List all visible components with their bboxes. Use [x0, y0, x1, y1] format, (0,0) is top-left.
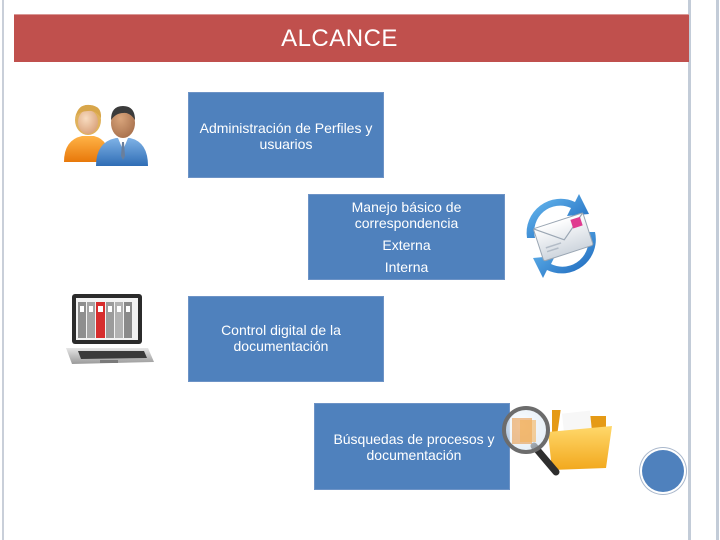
box-text-line: Manejo básico de	[351, 199, 462, 215]
box-text-line: documentación	[366, 447, 462, 463]
users-icon	[60, 96, 150, 168]
right-frame-border	[686, 0, 720, 540]
title-bar: ALCANCE	[14, 14, 689, 62]
slide-title: ALCANCE	[281, 24, 398, 52]
slide-nav-circle[interactable]	[642, 450, 684, 492]
box-text-line: Búsquedas de procesos y	[333, 431, 495, 447]
digital-control-box: Control digital de la documentación	[188, 296, 384, 382]
box-text-line: correspondencia	[354, 215, 459, 231]
profiles-users-box: Administración de Perfiles y usuarios	[188, 92, 384, 178]
box-text-line: Control digital de la	[221, 322, 341, 338]
box-subitem-external: Externa	[382, 237, 431, 253]
laptop-binders-icon	[64, 292, 156, 370]
box-text-line: documentación	[233, 338, 329, 354]
mail-sync-icon	[513, 190, 609, 280]
correspondence-box: Manejo básico de correspondencia Externa…	[308, 194, 505, 280]
left-frame-border	[0, 0, 8, 540]
box-text-line: usuarios	[259, 136, 313, 152]
box-subitem-internal: Interna	[384, 259, 429, 275]
folder-search-icon	[494, 400, 614, 482]
process-search-box: Búsquedas de procesos y documentación	[314, 403, 510, 490]
box-text-line: Administración de Perfiles y	[199, 120, 373, 136]
